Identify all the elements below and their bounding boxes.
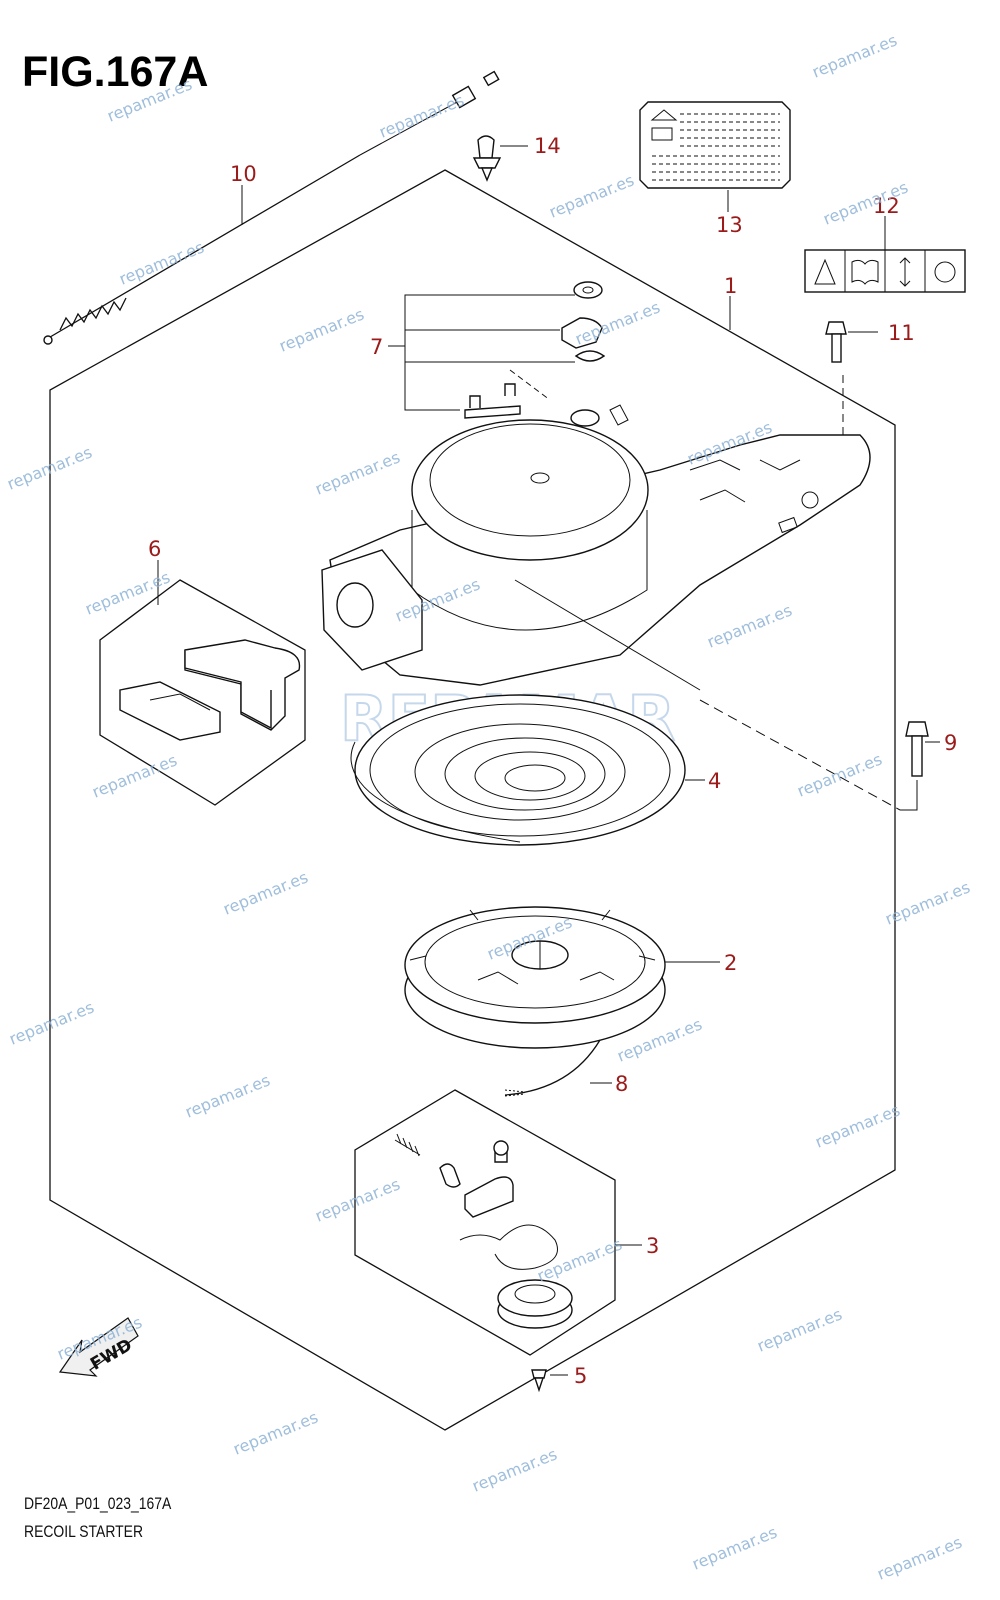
callout-2: 2 <box>724 951 737 975</box>
recoil-housing-1 <box>321 404 871 686</box>
handle-group-box <box>99 579 306 806</box>
watermark-text: repamar.es <box>882 877 972 928</box>
watermark-text: repamar.es <box>754 1304 844 1355</box>
assembly-outline <box>49 169 896 1431</box>
watermark-text: repamar.es <box>794 749 884 800</box>
callout-6: 6 <box>148 537 161 561</box>
icon-label-12 <box>804 249 966 293</box>
manual-book-icon <box>851 259 879 285</box>
pawl-kit-group-box <box>354 1089 616 1356</box>
callout-7: 7 <box>370 335 383 359</box>
watermark-text: repamar.es <box>689 1522 779 1573</box>
pawl-kit-3 <box>394 1133 573 1329</box>
starter-reel-2 <box>404 906 666 1049</box>
watermark-text: repamar.es <box>276 304 366 355</box>
callout-11: 11 <box>888 321 915 345</box>
pawl-parts-7 <box>464 281 606 419</box>
callout-13: 13 <box>716 213 743 237</box>
figure-name: RECOIL STARTER <box>24 1522 144 1541</box>
callout-4: 4 <box>708 769 721 793</box>
watermark-text: repamar.es <box>376 90 466 141</box>
watermark-text: repamar.es <box>220 867 310 918</box>
cable-clip <box>472 135 502 182</box>
callout-5: 5 <box>574 1364 587 1388</box>
figure-title: FIG.167A <box>22 48 209 96</box>
figure-code: DF20A_P01_023_167A <box>24 1494 172 1513</box>
watermark-text: repamar.es <box>104 74 194 125</box>
bolt-9 <box>900 721 929 811</box>
callout-9: 9 <box>944 731 957 755</box>
watermark-text: repamar.es <box>874 1532 964 1583</box>
watermark-text: repamar.es <box>116 237 206 288</box>
watermark-text: repamar.es <box>6 997 96 1048</box>
watermark-text: repamar.es <box>812 1100 902 1151</box>
starter-handle-6 <box>119 639 301 741</box>
callout-8: 8 <box>615 1072 628 1096</box>
watermark-text: repamar.es <box>89 750 179 801</box>
callout-12: 12 <box>873 194 900 218</box>
starter-rope-8 <box>504 1039 601 1097</box>
watermark-text: repamar.es <box>534 1234 624 1285</box>
watermark-text: repamar.es <box>182 1070 272 1121</box>
up-down-arrow-icon <box>899 257 911 287</box>
watermark-text: repamar.es <box>312 447 402 498</box>
watermark-text: repamar.es <box>469 1444 559 1495</box>
caution-label-13 <box>639 101 791 189</box>
callout-10: 10 <box>230 162 257 186</box>
watermark-text: repamar.es <box>230 1407 320 1458</box>
callout-1: 1 <box>724 274 737 298</box>
callout-14: 14 <box>534 134 561 158</box>
watermark-text: repamar.es <box>704 600 794 651</box>
warning-triangle-icon <box>814 258 836 285</box>
rotation-icon <box>934 261 956 283</box>
throttle-cable <box>43 70 500 345</box>
screw-5 <box>531 1369 547 1393</box>
watermark-text: repamar.es <box>82 567 172 618</box>
watermark-text: repamar.es <box>546 170 636 221</box>
watermark-text: repamar.es <box>809 30 899 81</box>
callout-3: 3 <box>646 1234 659 1258</box>
leader-lines <box>157 145 940 1376</box>
recoil-spring-4 <box>350 694 686 846</box>
watermark-text: repamar.es <box>312 1174 402 1225</box>
